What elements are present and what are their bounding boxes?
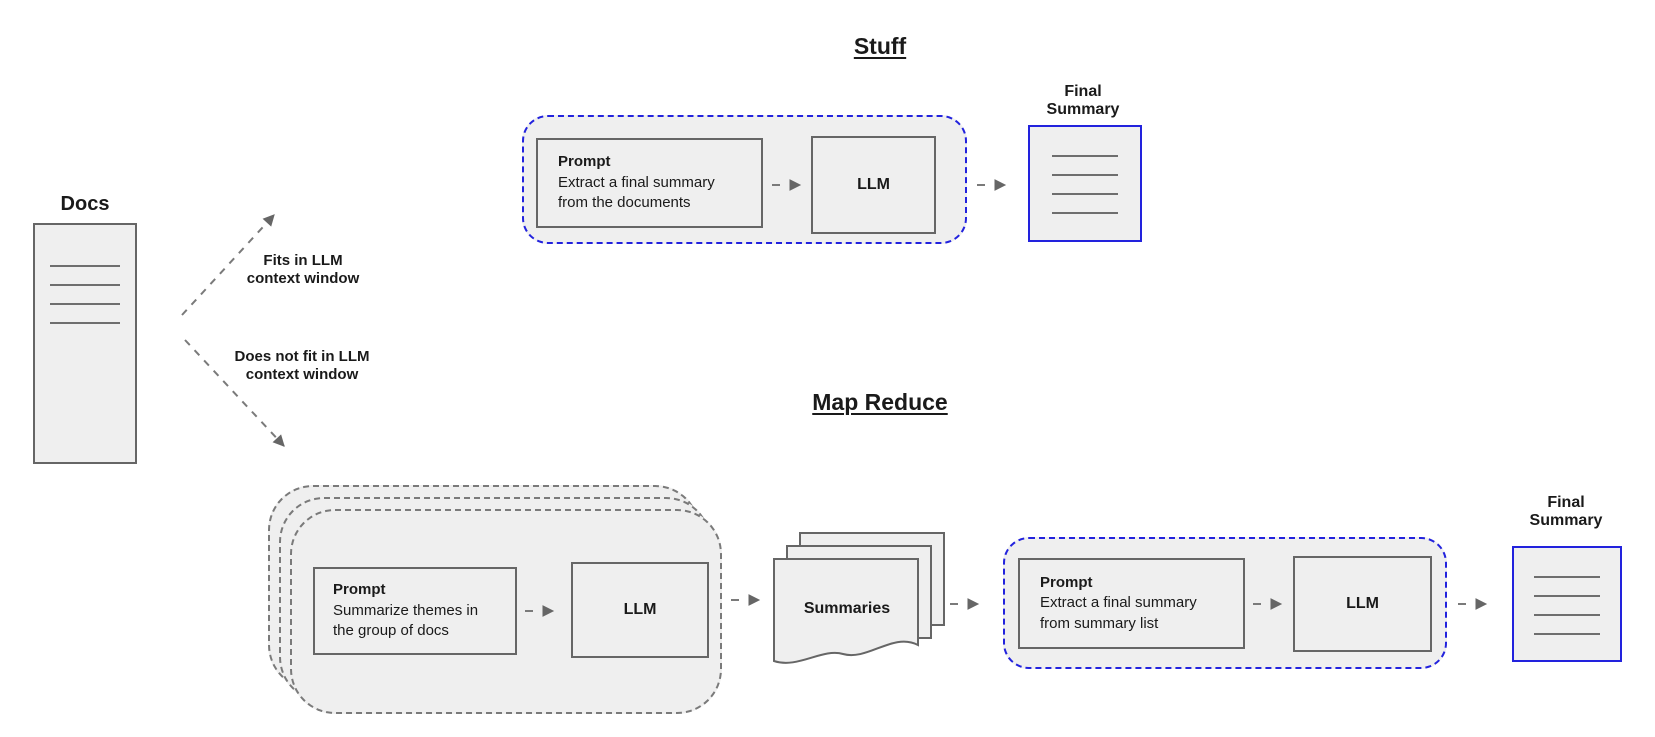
- stuff-prompt-box: Prompt Extract a final summary from the …: [536, 138, 763, 228]
- doc-text-line: [50, 265, 120, 267]
- reduce-final-summary-document-icon: [1512, 546, 1622, 662]
- reduce-prompt-box: Prompt Extract a final summary from summ…: [1018, 558, 1245, 649]
- reduce-final-summary-label: Final Summary: [1529, 494, 1603, 530]
- doc-text-line: [50, 284, 120, 286]
- doc-text-line: [1052, 193, 1118, 195]
- prompt-box-title: Prompt: [1040, 573, 1093, 591]
- doc-text-line: [1052, 212, 1118, 214]
- overflow-branch-label: Does not fit in LLM context window: [234, 348, 370, 384]
- prompt-box-body: Summarize themes in the group of docs: [333, 601, 479, 640]
- docs-label: Docs: [60, 193, 110, 215]
- llm-box-label: LLM: [1346, 595, 1379, 612]
- doc-text-line: [1534, 595, 1600, 597]
- doc-text-line: [50, 303, 120, 305]
- docs-document-icon: [33, 223, 137, 464]
- prompt-box-body: Extract a final summary from summary lis…: [1040, 594, 1197, 632]
- map-llm-box: LLM: [571, 562, 709, 658]
- summaries-label: Summaries: [803, 600, 891, 617]
- summaries-documents-icon: [773, 532, 945, 664]
- doc-text-line: [1534, 633, 1600, 635]
- stuff-section-title: Stuff: [853, 33, 907, 59]
- map-prompt-box: Prompt Summarize themes in the group of …: [313, 567, 517, 655]
- fits-branch-label: Fits in LLM context window: [246, 252, 360, 288]
- doc-text-line: [50, 322, 120, 324]
- llm-box-label: LLM: [623, 601, 657, 618]
- map-reduce-section-title: Map Reduce: [812, 389, 948, 415]
- stuff-final-summary-label: Final Summary: [1046, 83, 1120, 119]
- stuff-final-summary-document-icon: [1028, 125, 1142, 242]
- reduce-llm-box: LLM: [1293, 556, 1432, 652]
- doc-text-line: [1534, 576, 1600, 578]
- doc-text-line: [1052, 155, 1118, 157]
- stuff-llm-box: LLM: [811, 136, 936, 234]
- prompt-box-title: Prompt: [333, 581, 386, 599]
- prompt-box-body: Extract a final summary from the documen…: [558, 173, 715, 212]
- prompt-box-title: Prompt: [558, 153, 611, 171]
- llm-box-label: LLM: [857, 176, 890, 193]
- doc-text-line: [1534, 614, 1600, 616]
- doc-text-line: [1052, 174, 1118, 176]
